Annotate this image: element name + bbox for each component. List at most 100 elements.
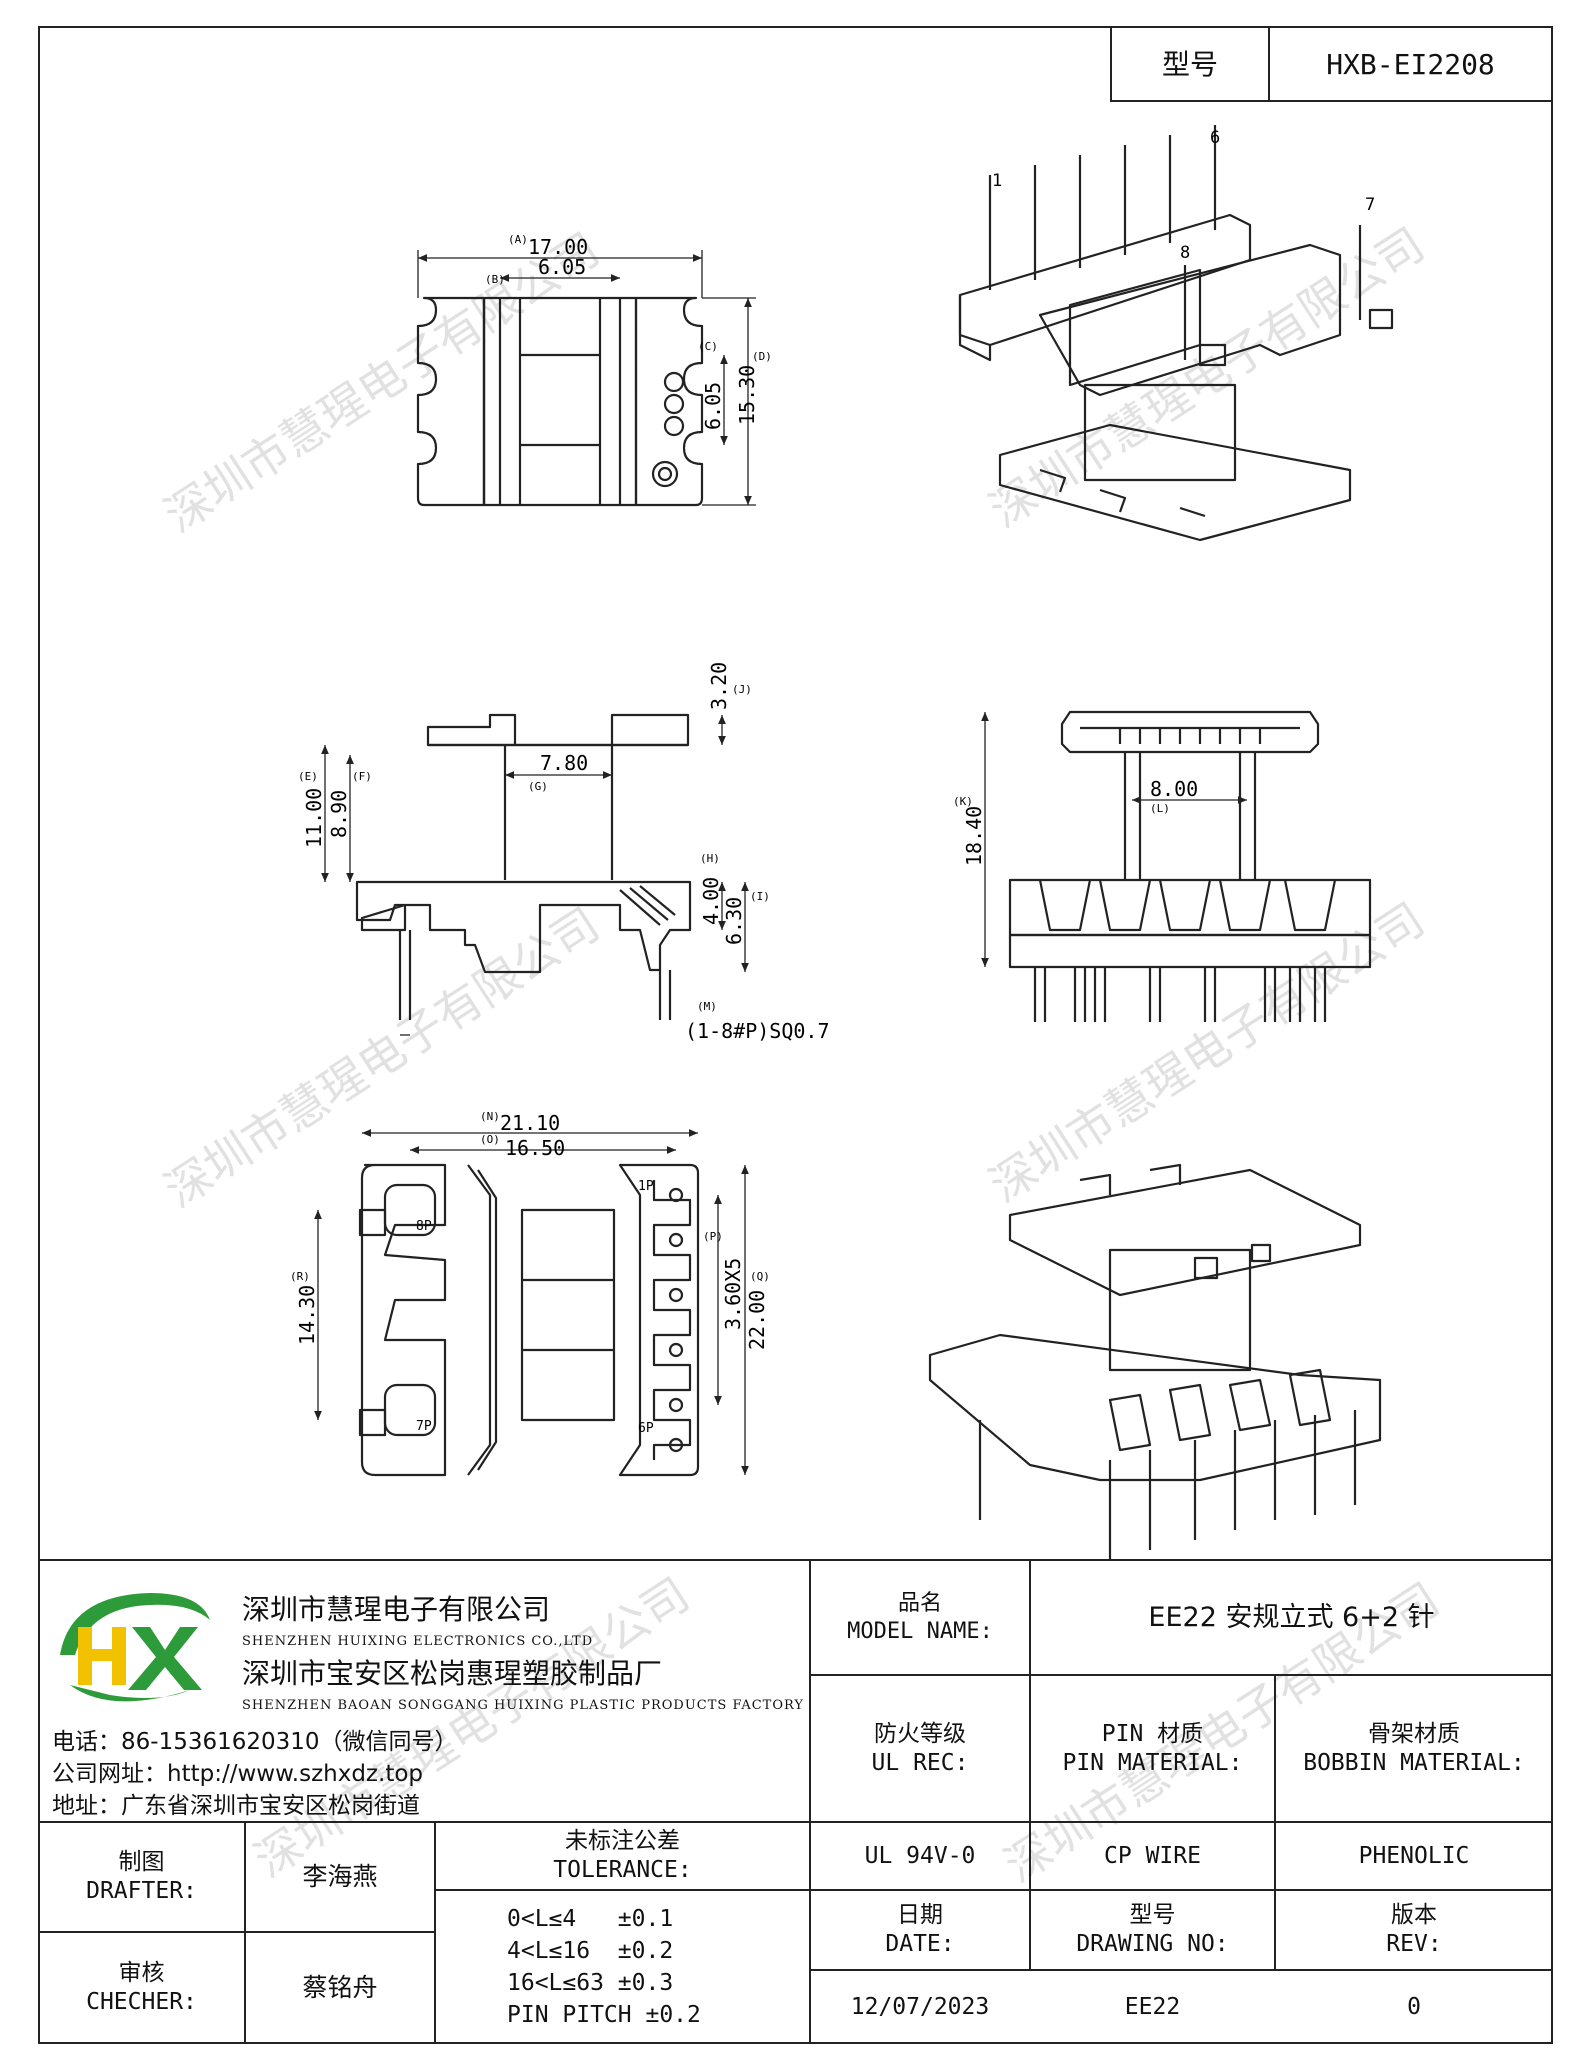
model-name-en: MODEL NAME: (847, 1618, 993, 1644)
checker-header: 审核 CHECHER: (38, 1932, 245, 2044)
tolerance-row-1: 0<L≤4 ±0.1 (507, 1905, 674, 1932)
tolerance-header: 未标注公差 TOLERANCE: (435, 1822, 810, 1890)
dim-tag-k: (K) (953, 795, 973, 808)
checker-name-cell: 蔡铭舟 (245, 1932, 435, 2044)
dim-h: 4.00 (699, 877, 723, 925)
tolerance-en: TOLERANCE: (553, 1857, 692, 1883)
dim-a: 17.00 (528, 235, 588, 259)
dim-tag-q: (Q) (750, 1270, 770, 1283)
technical-drawing: 1 6 7 8 (A) 17.00 (B) 6.05 (C) 6.05 (D) … (290, 125, 1394, 1560)
bobbin-value: PHENOLIC (1358, 1842, 1470, 1869)
dim-tag-b: (B) (485, 273, 505, 286)
isometric-view-top (958, 125, 1394, 542)
company-logo (60, 1593, 210, 1702)
dim-j: 3.20 (707, 662, 731, 710)
bobbin-value-cell: PHENOLIC (1275, 1822, 1553, 1890)
date-value: 12/07/2023 (850, 1993, 990, 2020)
front-view (1008, 710, 1372, 1022)
tolerance-row-4: PIN PITCH ±0.2 (507, 2002, 701, 2029)
company-website: 公司网址：http://www.szhxdz.top (52, 1761, 424, 1787)
drawing-no-value-cell: EE22 (1030, 1970, 1275, 2044)
tolerance-row-3: 16<L≤63 ±0.3 (507, 1970, 674, 1996)
bobbin-material-header: 骨架材质 BOBBIN MATERIAL: (1275, 1675, 1553, 1822)
checker-en: CHECHER: (86, 1989, 197, 2015)
dim-tag-p: (P) (703, 1230, 723, 1243)
date-header: 日期 DATE: (810, 1890, 1030, 1970)
pin-material-header: PIN 材质 PIN MATERIAL: (1030, 1675, 1275, 1822)
pin-value: CP WIRE (1104, 1842, 1201, 1869)
dim-d: 15.30 (735, 365, 759, 425)
drafter-name-cell: 李海燕 (245, 1822, 435, 1932)
drawing-no-cn: 型号 (1129, 1902, 1176, 1929)
date-value-cell: 12/07/2023 (810, 1970, 1030, 2044)
model-value: HXB-EI2208 (1326, 47, 1495, 81)
date-cn: 日期 (897, 1902, 943, 1929)
drafter-cn: 制图 (118, 1849, 165, 1876)
tolerance-cn: 未标注公差 (565, 1828, 680, 1855)
tolerance-row-2: 4<L≤16 ±0.2 (507, 1937, 674, 1964)
isometric-view-bottom (928, 1163, 1382, 1560)
logo-swoosh (60, 1593, 210, 1655)
pin-label-8: 8 (1180, 243, 1190, 263)
dim-tag-a: (A) (508, 233, 528, 246)
pin-value-cell: CP WIRE (1030, 1822, 1275, 1890)
dim-tag-f: (F) (352, 770, 372, 783)
checker-cn: 审核 (118, 1960, 165, 1987)
dim-tag-d: (D) (752, 350, 772, 363)
dim-e: 11.00 (302, 788, 326, 848)
drafter-name: 李海燕 (302, 1862, 378, 1892)
factory-name-cn: 深圳市宝安区松岗惠瑆塑胶制品厂 (242, 1657, 663, 1690)
drafter-header: 制图 DRAFTER: (38, 1822, 245, 1932)
rev-value-cell: 0 (1275, 1970, 1553, 2044)
ul-cn: 防火等级 (874, 1720, 966, 1747)
dim-tag-l: (L) (1150, 802, 1170, 815)
bobbin-cn: 骨架材质 (1368, 1720, 1460, 1747)
pin-tag-7p: 7P (416, 1419, 432, 1434)
dim-m: (1-8#P)SQ0.7 (685, 1019, 830, 1043)
model-label: 型号 (1161, 47, 1218, 81)
pin-tag-6p: 6P (638, 1421, 654, 1436)
dim-tag-r: (R) (290, 1270, 310, 1283)
logo-x (128, 1627, 202, 1690)
dim-tag-o: (O) (480, 1133, 500, 1146)
dim-tag-c: (C) (698, 340, 718, 353)
dim-l: 8.00 (1150, 777, 1198, 801)
model-name-cn: 品名 (897, 1591, 942, 1616)
dim-tag-e: (E) (298, 770, 318, 783)
pin-label-1: 1 (992, 171, 1002, 191)
pin-tag-1p: 1P (638, 1179, 654, 1194)
company-address: 地址：广东省深圳市宝安区松岗街道 (52, 1793, 420, 1819)
model-name-value-cell: EE22 安规立式 6+2 针 (1030, 1560, 1553, 1675)
bottom-view (358, 1163, 700, 1477)
dim-g: 7.80 (540, 751, 588, 775)
drawing-no-value: EE22 (1124, 1993, 1181, 2020)
bobbin-en: BOBBIN MATERIAL: (1303, 1749, 1525, 1776)
ul-value-cell: UL 94V-0 (810, 1822, 1030, 1890)
dim-o: 16.50 (505, 1136, 565, 1160)
logo-h-left (78, 1627, 92, 1685)
logo-swoosh-bottom (70, 1685, 190, 1702)
model-name-value: EE22 安规立式 6+2 针 (1148, 1601, 1435, 1633)
drafter-en: DRAFTER: (86, 1878, 197, 1904)
date-en: DATE: (885, 1931, 955, 1957)
pin-label-7: 7 (1365, 195, 1375, 215)
ul-en: UL REC: (871, 1749, 969, 1776)
pin-label-6: 6 (1210, 128, 1220, 148)
dim-c: 6.05 (701, 382, 725, 430)
logo-h-right (112, 1627, 126, 1685)
factory-name-en: SHENZHEN BAOAN SONGGANG HUIXING PLASTIC … (242, 1698, 804, 1713)
dim-r: 14.30 (295, 1285, 319, 1345)
dim-b: 6.05 (538, 255, 586, 279)
pin-tag-8p: 8P (416, 1219, 432, 1234)
dim-tag-n: (N) (480, 1110, 500, 1123)
dim-n: 21.10 (500, 1111, 560, 1135)
pin-en: PIN MATERIAL: (1062, 1749, 1243, 1776)
dim-q: 22.00 (745, 1290, 769, 1350)
drawing-frame (38, 26, 1553, 2044)
rev-cn: 版本 (1391, 1902, 1437, 1929)
rev-header: 版本 REV: (1275, 1890, 1553, 1970)
company-phone: 电话：86-15361620310（微信同号） (52, 1729, 458, 1755)
dim-i: 6.30 (722, 897, 746, 945)
dim-k: 18.40 (962, 806, 986, 866)
